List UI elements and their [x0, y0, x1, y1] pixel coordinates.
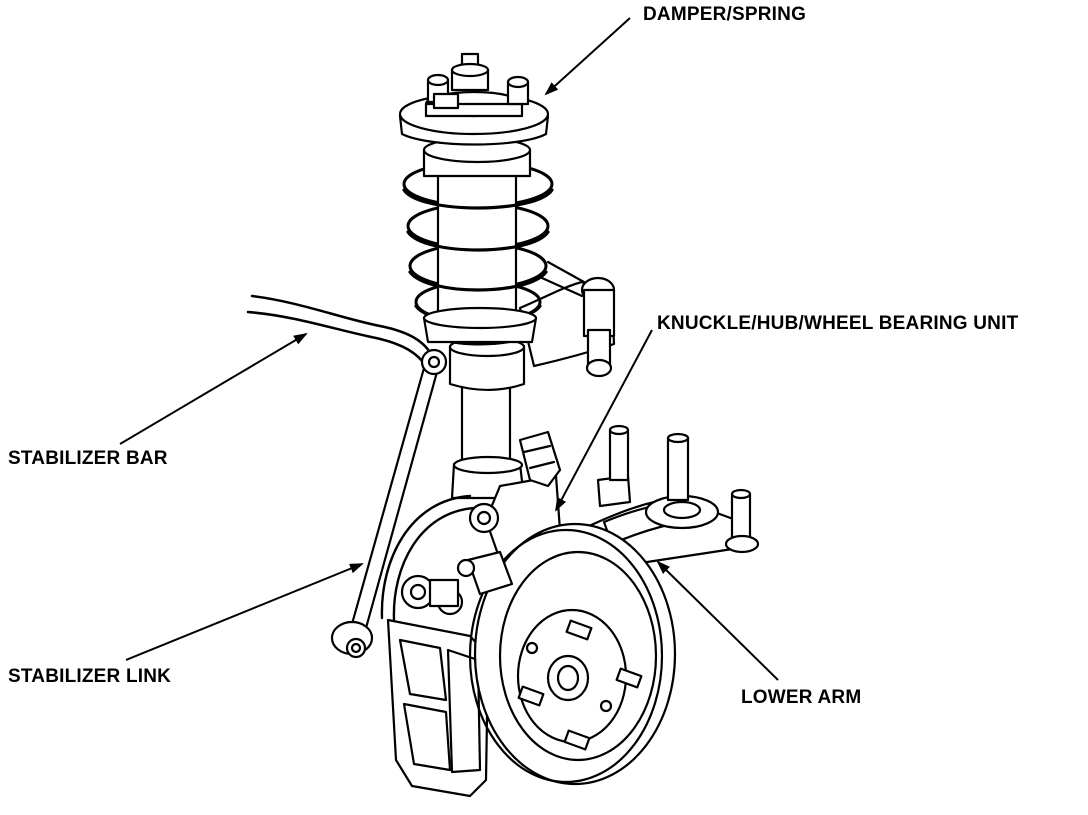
stabilizer-link-leader	[125, 563, 364, 661]
lower-spring-seat-shape	[422, 306, 538, 344]
stabilizer-link-label: STABILIZER LINK	[8, 666, 172, 687]
stabilizer-bar-leader	[119, 332, 308, 445]
damper-spring-label: DAMPER/SPRING	[643, 4, 807, 25]
upper-arm-shape	[518, 260, 616, 378]
wheel-stud-shapes	[517, 619, 643, 751]
knuckle-hub-bearing-label: KNUCKLE/HUB/WHEEL BEARING UNIT	[657, 313, 1019, 334]
upper-mount-shape	[398, 52, 550, 146]
knuckle-leader	[555, 329, 653, 512]
stabilizer-bar-label: STABILIZER BAR	[8, 448, 168, 469]
lower-arm-label: LOWER ARM	[741, 687, 862, 708]
lower-arm-leader	[656, 560, 779, 681]
brake-disc-shape	[468, 522, 677, 786]
stabilizer-bar-shape	[246, 294, 434, 368]
dust-shield-shape	[380, 494, 476, 622]
leader-lines	[119, 17, 779, 681]
stabilizer-link-shape	[330, 348, 448, 659]
strut-tube-shape	[448, 336, 526, 500]
damper-spring-leader	[544, 17, 631, 96]
hub-connector-shape	[456, 550, 514, 596]
